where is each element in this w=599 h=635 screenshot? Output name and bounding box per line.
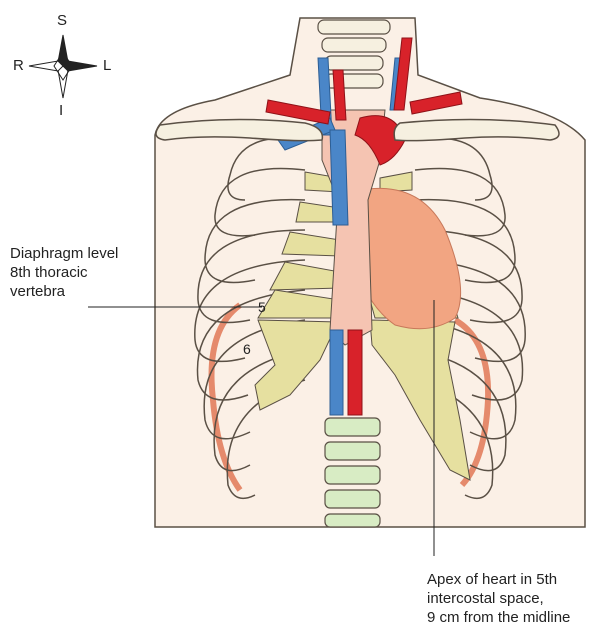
diaphragm-label-line2: 8th thoracic	[10, 263, 118, 282]
apex-of-heart-label: Apex of heart in 5th intercostal space, …	[427, 570, 570, 627]
rib-number-5: 5	[258, 298, 266, 317]
apex-label-line2: intercostal space,	[427, 589, 570, 608]
clavicle-right	[156, 119, 322, 140]
diaphragm-label-line3: vertebra	[10, 282, 118, 301]
diaphragm-level-label: Diaphragm level 8th thoracic vertebra	[10, 244, 118, 301]
compass-rose-icon	[29, 35, 97, 98]
clavicle-left	[394, 119, 559, 140]
compass-left-label: L	[103, 57, 111, 74]
compass-right-label: R	[13, 57, 24, 74]
apex-label-line3: 9 cm from the midline	[427, 608, 570, 627]
rib-number-6: 6	[243, 340, 251, 359]
compass-superior-label: S	[57, 12, 67, 29]
apex-label-line1: Apex of heart in 5th	[427, 570, 570, 589]
compass-inferior-label: I	[59, 102, 63, 119]
diaphragm-label-line1: Diaphragm level	[10, 244, 118, 263]
